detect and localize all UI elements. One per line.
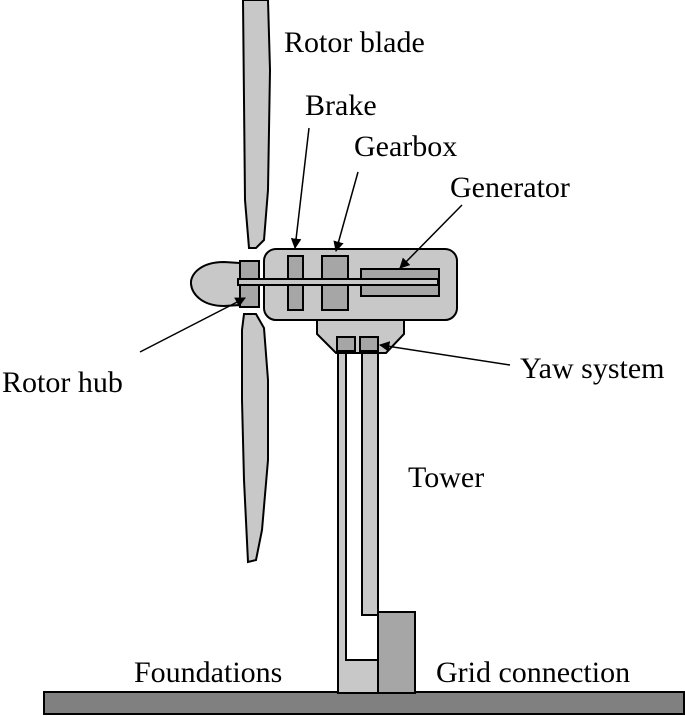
foundation-slab: [43, 691, 685, 715]
rotor-blade-lower: [241, 313, 269, 564]
gearbox-leader: [333, 171, 359, 253]
main-shaft: [237, 278, 439, 286]
yaw-drive-left: [336, 336, 356, 352]
label-rotor-blade: Rotor blade: [284, 26, 425, 59]
tower-right-strip: [361, 349, 379, 616]
label-gearbox: Gearbox: [354, 130, 457, 163]
generator-leader: [399, 204, 463, 269]
spinner: [189, 260, 241, 308]
label-yaw-system: Yaw system: [520, 352, 664, 385]
label-tower: Tower: [408, 461, 484, 494]
label-foundations: Foundations: [134, 656, 282, 689]
label-generator: Generator: [450, 171, 570, 204]
label-grid-connection: Grid connection: [436, 656, 630, 689]
rotor-hub-leader: [139, 297, 246, 353]
grid-connection-box: [377, 611, 416, 694]
yaw-system-leader: [378, 341, 511, 366]
brake-leader: [290, 127, 310, 250]
label-rotor-hub: Rotor hub: [2, 366, 123, 399]
rotor-blade-upper: [241, 0, 272, 249]
label-brake: Brake: [305, 89, 377, 122]
yaw-drive-right: [359, 336, 379, 352]
